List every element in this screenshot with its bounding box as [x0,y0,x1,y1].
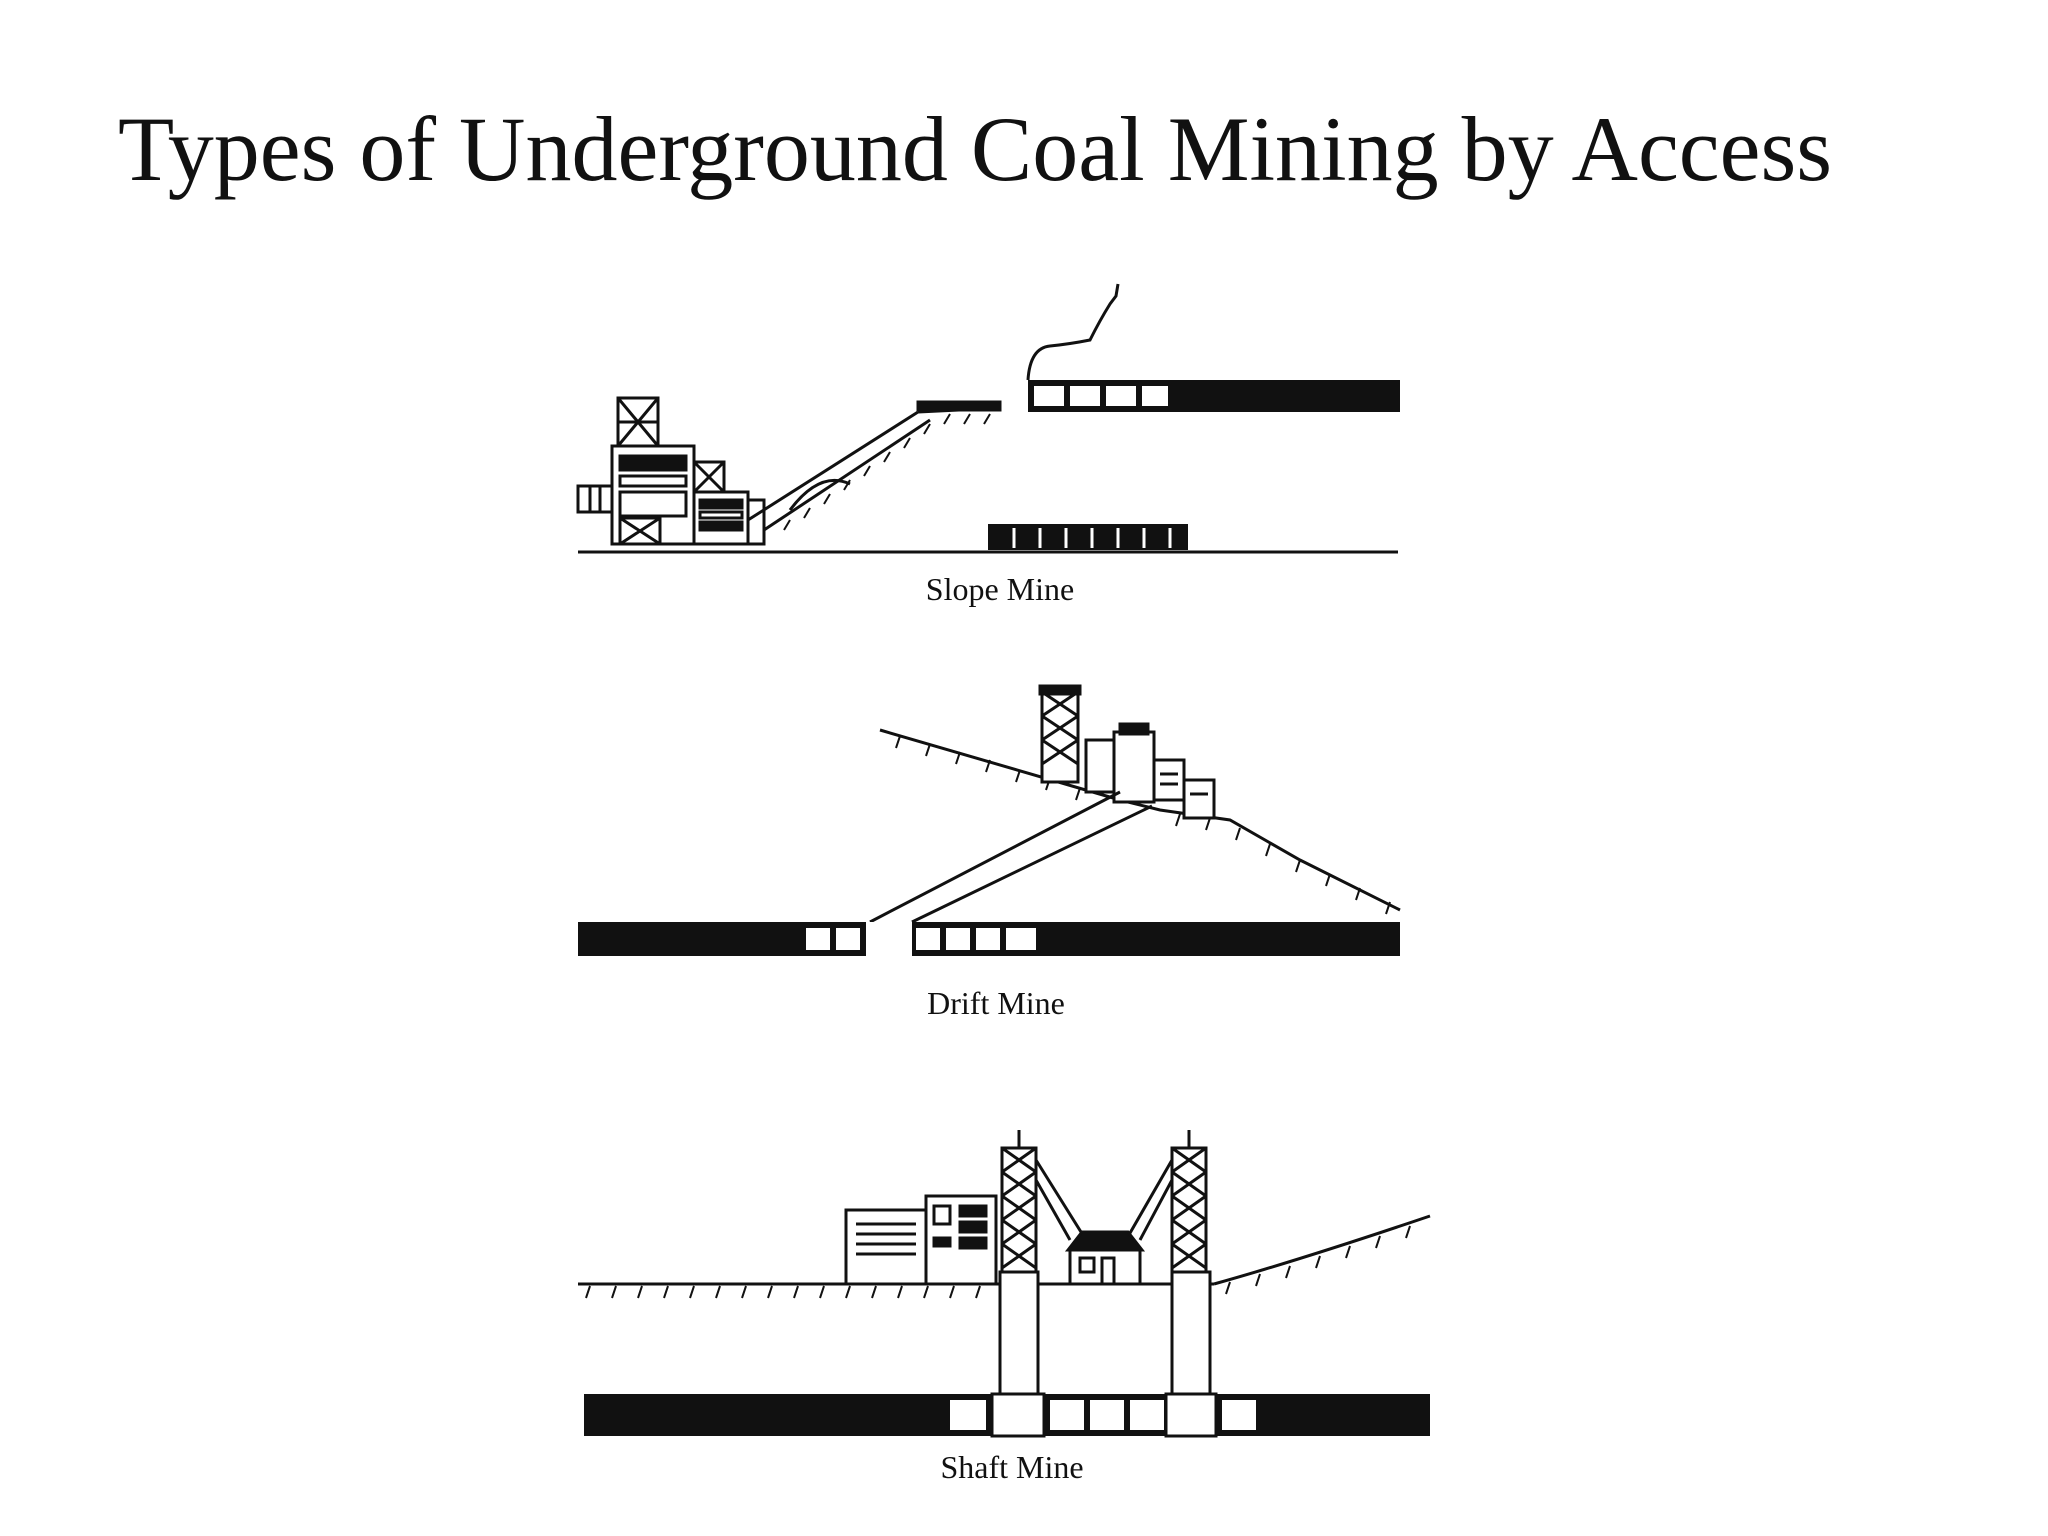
slope-mine-cars [988,524,1188,550]
shaft-coal-seam [584,1392,1430,1438]
drift-tunnel [869,790,1153,924]
drift-mine-diagram: Drift Mine [578,684,1401,1021]
shaft-mine-diagram: Shaft Mine [578,1130,1431,1485]
shaft-hill-line [1213,1214,1431,1286]
shaft-headframes [1000,1130,1208,1274]
drift-surface-plant [1038,684,1216,820]
drift-coal-seam [578,922,1400,956]
slope-hill-line [1026,283,1120,381]
drift-hill-hatching [895,735,1391,915]
slope-mine-diagram: Slope Mine [576,283,1400,607]
slope-mine-caption: Slope Mine [926,571,1074,607]
drift-mine-caption: Drift Mine [927,985,1065,1021]
shaft-hoist-house [1064,1230,1146,1286]
shaft-ground-hatching [585,1225,1411,1299]
slope-coal-seam [1028,380,1400,412]
slope-surface-plant [576,396,766,546]
slope-incline [747,400,1002,532]
slope-incline-hatching [783,413,991,531]
page-title: Types of Underground Coal Mining by Acce… [118,98,1833,200]
shaft-surface-plant [844,1194,998,1286]
shaft-mine-caption: Shaft Mine [940,1449,1083,1485]
shaft-vertical-shafts [998,1270,1212,1404]
